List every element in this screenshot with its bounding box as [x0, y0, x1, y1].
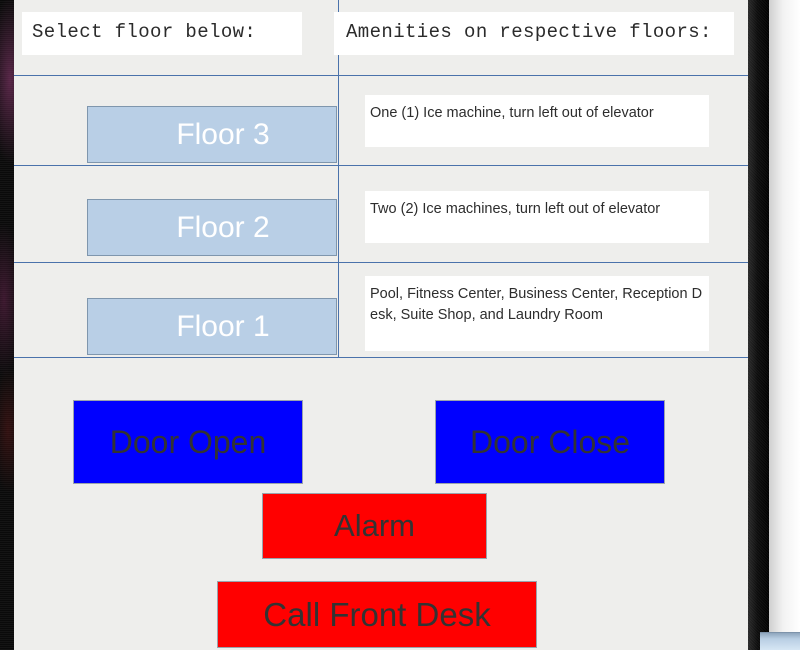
background-right-highlight	[769, 0, 800, 650]
bottom-right-corner-chip	[760, 632, 800, 650]
table-column-divider	[338, 0, 339, 357]
table-row-divider-2	[14, 262, 748, 263]
background-left-edge	[0, 0, 14, 650]
table-bottom-border	[14, 357, 748, 358]
background-right-edge	[748, 0, 769, 650]
floor-2-amenities-text: Two (2) Ice machines, turn left out of e…	[365, 191, 709, 243]
floor-amenities-table: Select floor below: Amenities on respect…	[14, 0, 748, 358]
door-open-button[interactable]: Door Open	[73, 400, 303, 484]
table-row-divider-1	[14, 165, 748, 166]
floor-3-amenities-text: One (1) Ice machine, turn left out of el…	[365, 95, 709, 147]
table-row-divider-header	[14, 75, 748, 76]
select-floor-heading: Select floor below:	[22, 12, 302, 55]
floor-1-amenities-text: Pool, Fitness Center, Business Center, R…	[365, 276, 709, 351]
door-close-button[interactable]: Door Close	[435, 400, 665, 484]
floor-3-button[interactable]: Floor 3	[87, 106, 337, 163]
floor-1-button[interactable]: Floor 1	[87, 298, 337, 355]
alarm-button[interactable]: Alarm	[262, 493, 487, 559]
call-front-desk-button[interactable]: Call Front Desk	[217, 581, 537, 648]
amenities-heading: Amenities on respective floors:	[334, 12, 734, 55]
floor-2-button[interactable]: Floor 2	[87, 199, 337, 256]
panel-canvas: Select floor below: Amenities on respect…	[14, 0, 748, 650]
